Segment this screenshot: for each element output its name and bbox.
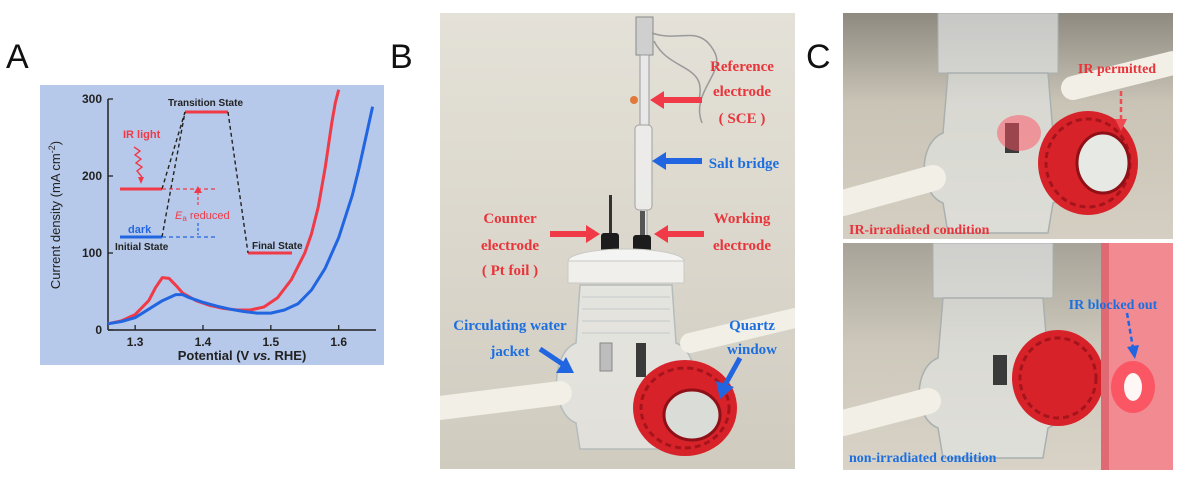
- ir-blocked-label: IR blocked out: [1069, 298, 1158, 313]
- electrochemical-cell-illustration: Reference electrode ( SCE ) Salt bridge …: [440, 16, 795, 456]
- ir-blocked-arrow: [1125, 312, 1139, 359]
- x-tick-label: 1.6: [330, 335, 347, 349]
- reference-electrode-cable: [651, 32, 718, 124]
- water-hose-right: [1061, 51, 1173, 100]
- working-electrode-rod: [640, 211, 645, 235]
- x-tick-label: 1.5: [262, 335, 279, 349]
- reference-electrode-cap: [635, 16, 654, 56]
- ea-reduced-label: Ea reduced: [175, 210, 230, 223]
- quartz-arrow: [716, 356, 743, 399]
- ir-light-arrowhead: [138, 177, 144, 184]
- water-hose-left: [440, 381, 572, 420]
- cell-glass-top: [937, 13, 1059, 74]
- red-glow: [997, 115, 1041, 151]
- final-state-label: Final State: [252, 241, 303, 252]
- working-electrode-plate: [993, 355, 1007, 385]
- working-label-2: electrode: [713, 238, 771, 254]
- panel-a-chart: 1.3 1.4 1.5 1.6 0 100 200 300 Transition State …: [40, 85, 384, 365]
- irradiated-cell-illustration: IR permitted IR-irradiated condition: [843, 13, 1173, 238]
- water-hose-left: [843, 165, 946, 216]
- x-axis-label: Potential (V vs. RHE): [178, 348, 307, 363]
- y-tick-label: 200: [82, 169, 102, 183]
- ea-arrowhead-red: [194, 186, 202, 193]
- initial-state-label: Initial State: [115, 242, 169, 253]
- lsv-chart: 1.3 1.4 1.5 1.6 0 100 200 300 Transition State …: [47, 89, 376, 363]
- ir-light-label: IR light: [123, 129, 161, 141]
- quartz-label-1: Quartz: [729, 318, 775, 334]
- reference-label-3: ( SCE ): [719, 111, 766, 127]
- counter-label-1: Counter: [483, 211, 537, 227]
- counter-label-2: electrode: [481, 238, 539, 254]
- quartz-window-glass: [662, 388, 722, 442]
- panel-a-letter: A: [6, 38, 29, 76]
- panel-c-letter: C: [806, 38, 831, 76]
- working-arrow: [654, 225, 704, 243]
- ts-dash-left-ir: [161, 111, 186, 190]
- y-axis-label: Current density (mA cm-2): [47, 141, 63, 289]
- salt-bridge-tube: [634, 124, 653, 211]
- salt-bridge-arrow: [652, 152, 702, 170]
- water-hose-left: [843, 388, 941, 436]
- reference-electrode-plug: [630, 96, 638, 104]
- dark-label: dark: [128, 224, 152, 236]
- ir-blocking-screen-shade: [1101, 243, 1109, 470]
- non-irradiated-cell-illustration: IR blocked out non-irradiated condition: [843, 243, 1173, 470]
- chart-series: [107, 89, 375, 326]
- panel-b-letter: B: [390, 38, 413, 76]
- non-irradiated-label: non-irradiated condition: [849, 451, 997, 466]
- working-label-1: Working: [714, 211, 771, 227]
- reference-electrode-tube: [639, 54, 650, 126]
- y-tick-label: 0: [95, 323, 102, 337]
- ts-dash-left-dark: [161, 111, 186, 238]
- x-tick-label: 1.3: [127, 335, 144, 349]
- quartz-window-glass: [1075, 131, 1131, 195]
- reference-arrow: [650, 91, 702, 109]
- ir-series-line: [107, 89, 341, 326]
- jacket-arrow: [538, 346, 574, 373]
- ir-blocking-screen: [1101, 243, 1173, 470]
- ir-irradiated-label: IR-irradiated condition: [849, 223, 990, 238]
- water-hose-right: [680, 308, 795, 353]
- cell-lid-side: [567, 260, 685, 284]
- quartz-window-cap: [1012, 330, 1104, 426]
- transition-state-label: Transition State: [168, 98, 243, 109]
- counter-electrode-rod: [609, 195, 612, 233]
- y-tick-label: 300: [82, 92, 102, 106]
- quartz-window-cap-ridge: [1018, 336, 1098, 420]
- working-electrode-plate: [636, 343, 646, 377]
- glass-rings: [582, 296, 670, 334]
- y-tick-label: 100: [82, 246, 102, 260]
- ts-dash-right: [227, 111, 249, 254]
- panel-c-irradiated-photo: IR permitted IR-irradiated condition: [843, 13, 1173, 239]
- counter-electrode-foil: [599, 342, 613, 372]
- panel-c-non-irradiated-photo: IR blocked out non-irradiated condition: [843, 243, 1173, 470]
- cell-glass-top: [932, 243, 1054, 299]
- ir-spot: [1124, 373, 1142, 401]
- ir-light-icon: [133, 146, 144, 178]
- circulating-label-1: Circulating water: [453, 318, 567, 334]
- counter-label-3: ( Pt foil ): [482, 263, 538, 279]
- energy-diagram-inset: Transition State IR light dark Initial S…: [115, 98, 303, 255]
- quartz-window-cap-ridge: [639, 366, 731, 450]
- salt-bridge-label: Salt bridge: [709, 156, 780, 172]
- counter-arrow: [550, 225, 600, 243]
- reference-label-2: electrode: [713, 84, 771, 100]
- ir-permitted-arrow: [1115, 91, 1127, 131]
- quartz-label-2: window: [727, 342, 777, 358]
- x-tick-label: 1.4: [195, 335, 212, 349]
- reference-label-1: Reference: [710, 59, 774, 75]
- dark-series-line: [107, 106, 375, 326]
- axis-ticks: 1.3 1.4 1.5 1.6 0 100 200 300: [82, 92, 347, 349]
- ir-permitted-label: IR permitted: [1078, 62, 1156, 77]
- panel-b-photo: Reference electrode ( SCE ) Salt bridge …: [440, 13, 795, 469]
- circulating-label-2: jacket: [489, 344, 529, 360]
